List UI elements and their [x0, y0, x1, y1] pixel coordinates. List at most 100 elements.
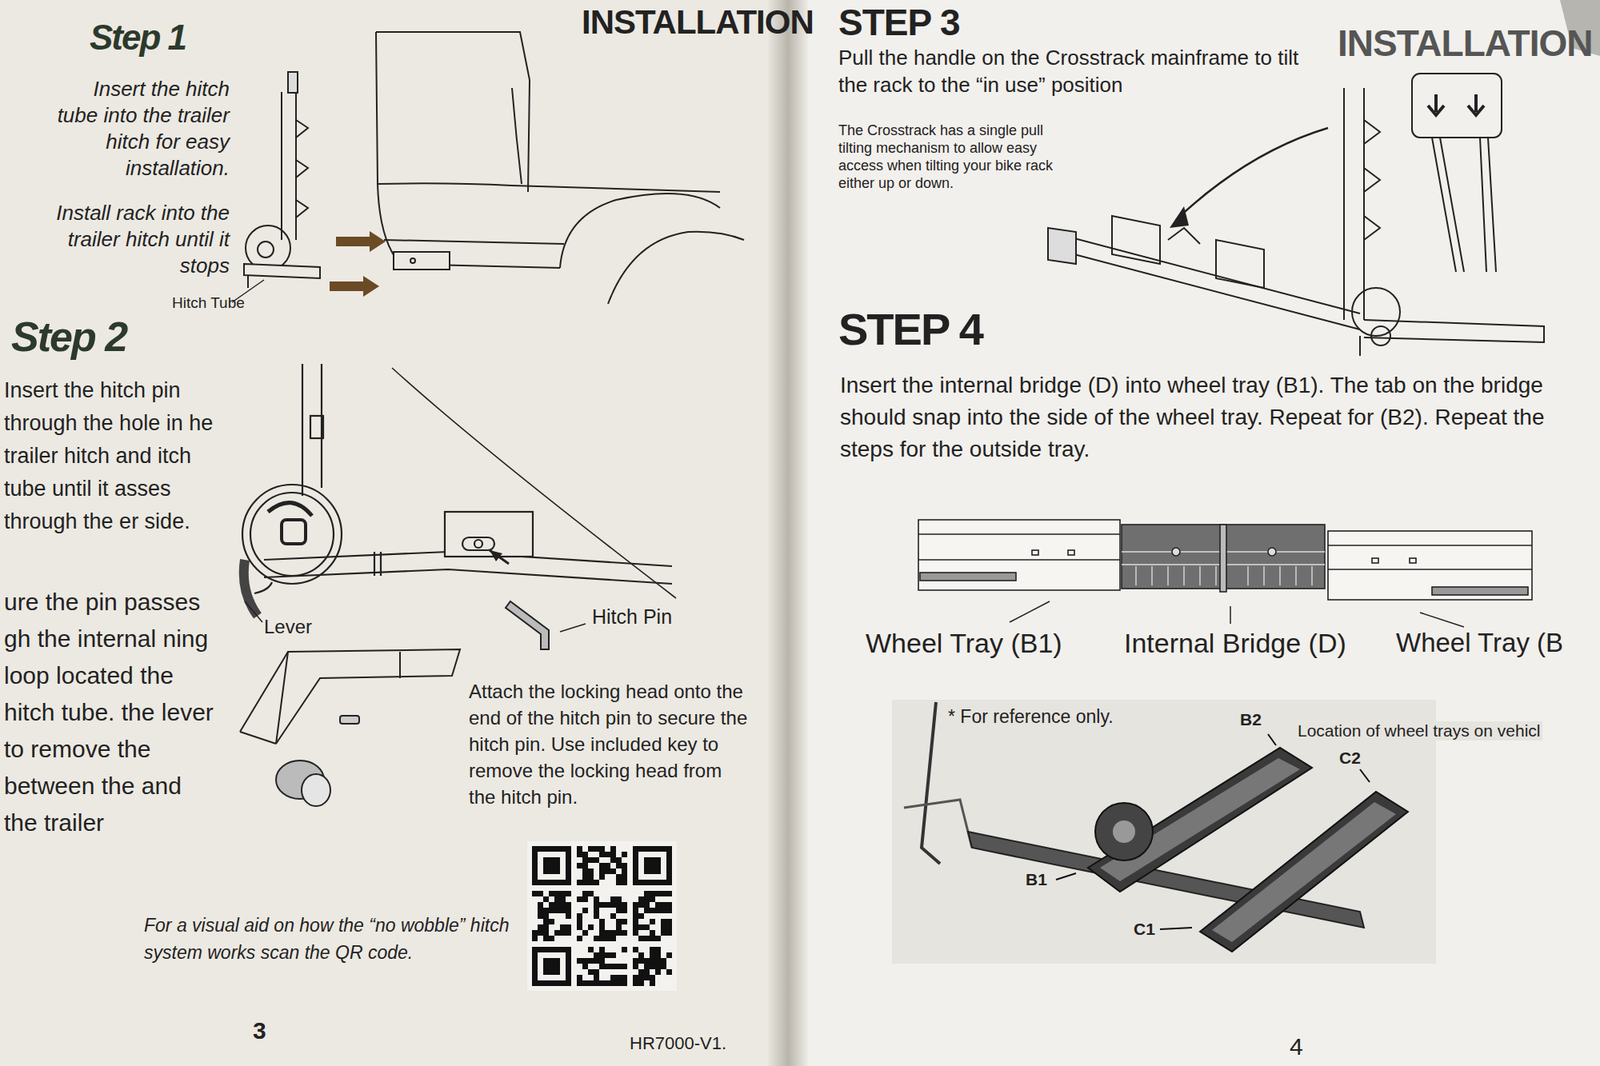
- qr-module: [554, 846, 560, 852]
- qr-module: [554, 863, 560, 869]
- qr-module: [638, 980, 644, 987]
- qr-module: [632, 880, 639, 886]
- qr-module: [666, 919, 672, 925]
- qr-module: [655, 958, 661, 964]
- qr-module: [610, 902, 616, 908]
- qr-module: [621, 908, 628, 914]
- qr-module: [666, 924, 672, 931]
- page-gutter: [768, 0, 808, 1066]
- qr-module: [660, 846, 667, 852]
- qr-module: [604, 936, 611, 942]
- qr-module: [593, 846, 600, 852]
- qr-module: [632, 857, 639, 864]
- qr-module: [560, 846, 566, 852]
- qr-module: [548, 964, 555, 970]
- qr-module: [644, 964, 650, 970]
- qr-module: [616, 919, 622, 925]
- qr-module: [610, 936, 616, 942]
- qr-module: [599, 980, 605, 987]
- qr-module: [565, 880, 572, 886]
- qr-module: [604, 930, 611, 936]
- qr-module: [560, 980, 566, 987]
- qr-module: [632, 924, 639, 931]
- qr-module: [548, 857, 555, 864]
- qr-module: [543, 863, 549, 869]
- qr-module: [554, 958, 560, 964]
- qr-module: [537, 947, 544, 953]
- heading-text: B1: [1024, 870, 1049, 890]
- heading-text: STEP 4: [838, 304, 983, 356]
- qr-module: [616, 964, 622, 970]
- qr-module: [621, 868, 628, 875]
- qr-module: [582, 874, 588, 880]
- tray-strip: [918, 520, 1532, 600]
- qr-module: [616, 980, 622, 987]
- qr-module: [644, 975, 650, 981]
- qr-module: [660, 964, 667, 970]
- qr-module: [655, 868, 661, 875]
- qr-module: [649, 857, 656, 864]
- qr-module: [666, 852, 672, 858]
- qr-module: [616, 896, 622, 903]
- qr-module: [537, 846, 544, 852]
- qr-module: [593, 975, 600, 981]
- qr-module: [666, 902, 672, 908]
- qr-module: [543, 936, 549, 942]
- qr-module: [649, 908, 656, 914]
- qr-module: [632, 958, 639, 964]
- qr-module: [660, 908, 667, 914]
- qr-module: [621, 902, 628, 908]
- qr-module: [543, 919, 549, 925]
- qr-module: [543, 908, 549, 914]
- qr-module: [560, 880, 566, 886]
- qr-module: [554, 880, 560, 886]
- heading-text: STEP 3: [838, 1, 960, 44]
- qr-module: [565, 969, 572, 976]
- heading-text: INSTALLATION: [1337, 22, 1592, 65]
- qr-module: [560, 891, 566, 897]
- instruction-text: 4: [1289, 1033, 1304, 1062]
- qr-module: [649, 958, 656, 964]
- qr-module: [565, 852, 572, 858]
- qr-module: [582, 964, 588, 970]
- qr-module: [560, 902, 566, 908]
- qr-module: [644, 908, 650, 914]
- qr-module: [565, 975, 572, 981]
- qr-module: [660, 880, 667, 886]
- qr-module: [554, 896, 560, 903]
- qr-module: [582, 891, 588, 897]
- qr-module: [655, 857, 661, 864]
- qr-module: [621, 947, 628, 953]
- qr-module: [638, 952, 644, 959]
- qr-module: [644, 857, 650, 864]
- qr-module: [576, 846, 583, 852]
- qr-module: [616, 924, 622, 931]
- qr-module: [582, 852, 588, 858]
- instruction-text: * For reference only.: [946, 706, 1116, 728]
- instruction-text: ure the pin passes gh the internal ning …: [4, 584, 214, 842]
- qr-module: [576, 975, 583, 981]
- qr-module: [582, 868, 588, 875]
- qr-module: [632, 964, 639, 970]
- qr-module: [576, 880, 583, 886]
- qr-module: [632, 846, 639, 852]
- qr-module: [548, 863, 555, 869]
- qr-module: [537, 880, 544, 886]
- qr-module: [644, 958, 650, 964]
- qr-module: [599, 874, 605, 880]
- qr-module: [565, 930, 572, 936]
- qr-module: [649, 846, 656, 852]
- qr-module: [666, 969, 672, 976]
- qr-module: [565, 980, 572, 987]
- heading-text: Step 2: [11, 313, 127, 362]
- qr-module: [632, 980, 639, 987]
- qr-module: [644, 891, 650, 897]
- pin-arrowhead: [489, 550, 503, 562]
- instruction-text: Attach the locking head onto the end of …: [468, 678, 749, 811]
- heading-text: Step 1: [89, 17, 186, 59]
- qr-module: [593, 857, 600, 864]
- qr-module: [548, 891, 555, 897]
- qr-module: [599, 868, 605, 875]
- qr-module: [655, 880, 661, 886]
